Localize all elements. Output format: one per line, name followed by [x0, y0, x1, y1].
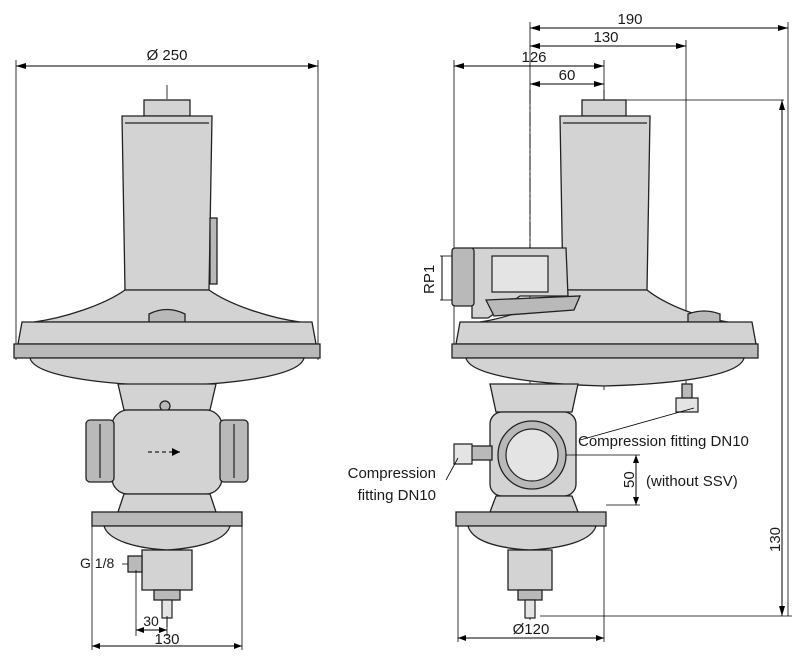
side-inlet-wedge	[484, 295, 582, 317]
front-lower-housing	[29, 357, 305, 387]
front-width-dimension: 130	[91, 526, 243, 650]
front-valve-body	[111, 409, 223, 495]
side-inlet-bore	[491, 255, 549, 293]
side-width-126-label: 126	[521, 49, 546, 66]
side-height-50-label: 50	[621, 471, 638, 488]
side-overall-width-label: 190	[617, 11, 642, 28]
front-width-label: 130	[154, 631, 179, 648]
side-ssv-cap	[517, 589, 543, 601]
side-vent-cap	[687, 310, 721, 323]
front-offset-dimension: 30	[135, 570, 168, 636]
front-ssv-body	[141, 549, 193, 591]
side-ssv-housing	[467, 525, 597, 551]
front-flow-arrow	[172, 448, 180, 456]
callout-compression-fitting-right: Compression fitting DN10	[578, 433, 749, 450]
front-view: Ø 250	[13, 47, 321, 650]
side-view: 190 130 126 60	[348, 11, 792, 642]
side-ssv-flange	[455, 511, 607, 527]
side-height-50-dimension: 50 (without SSV)	[566, 454, 738, 506]
side-lower-housing	[465, 357, 745, 387]
front-spring-tower	[121, 115, 213, 291]
side-spring-tower	[559, 115, 651, 291]
side-inlet-nozzle	[451, 247, 475, 307]
front-side-lever	[209, 217, 218, 285]
side-ssv-body	[507, 549, 553, 591]
side-width-130-label: 130	[593, 29, 618, 46]
side-neck	[489, 383, 579, 413]
side-overall-height-dimension: 130	[540, 100, 792, 617]
front-gauge-label: G 1/8	[80, 555, 114, 571]
front-vent-cap	[148, 308, 186, 323]
front-diameter-label: Ø 250	[147, 47, 188, 64]
front-diameter-dimension: Ø 250	[15, 47, 319, 360]
side-upper-cover	[455, 321, 757, 345]
side-lower-cover	[489, 495, 579, 513]
callout-compression-fitting-left-1: Compression	[348, 465, 436, 482]
side-width-dimensions: 190 130 126 60	[453, 11, 789, 616]
side-height-50-note: (without SSV)	[646, 473, 738, 490]
side-inlet-thread-label: RP1	[421, 265, 438, 294]
side-fitting-left-pipe	[469, 445, 493, 461]
side-width-60-label: 60	[559, 67, 576, 84]
front-offset-label: 30	[143, 613, 159, 629]
side-flange	[451, 343, 759, 359]
front-top-cap	[143, 99, 191, 117]
front-ssv-cap	[153, 589, 181, 601]
front-flange	[13, 343, 321, 359]
side-top-cap	[581, 99, 627, 117]
side-fitting-right-nut	[681, 383, 693, 399]
front-upper-cover	[17, 321, 317, 345]
side-ssv-pin	[524, 599, 536, 619]
front-ssv-housing	[103, 525, 231, 551]
callout-compression-fitting-left-2: fitting DN10	[358, 487, 436, 504]
side-bottom-diameter-dimension: Ø120	[457, 526, 605, 642]
front-lower-cover	[117, 493, 217, 513]
front-ssv-pin	[161, 599, 173, 619]
side-bottom-diameter-label: Ø120	[513, 621, 550, 638]
front-ssv-flange	[91, 511, 243, 527]
front-gauge-port	[127, 555, 143, 573]
side-fitting-left	[453, 443, 473, 465]
side-overall-height-label: 130	[767, 527, 784, 552]
